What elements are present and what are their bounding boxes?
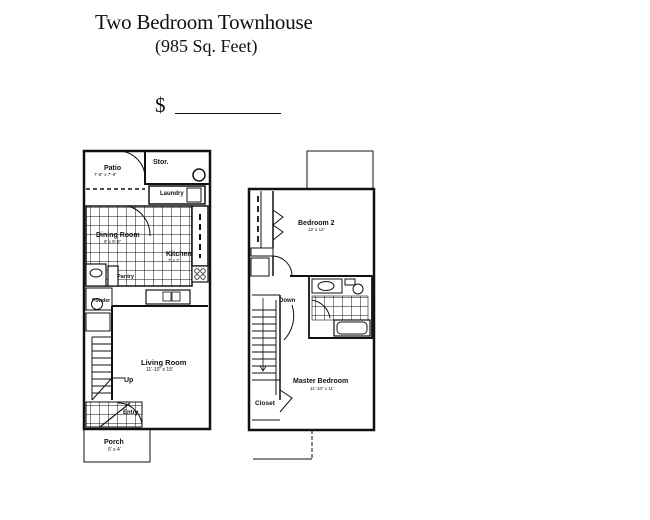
room-label-entry: Entry: [123, 410, 139, 416]
room-label-storage: Stor.: [153, 159, 169, 166]
price-symbol: $: [155, 93, 166, 117]
second-floor-labels: Bedroom 2 12' x 12' Down Master Bedroom …: [255, 220, 348, 407]
first-floor-labels: Patio 7'-6" x 7'-9" Stor. Laundry Dining…: [92, 159, 192, 453]
plan-title: Two Bedroom Townhouse: [95, 10, 313, 34]
room-label-powder: Powder: [92, 298, 110, 304]
room-dims-master-bedroom: 11'-10" x 11': [310, 386, 334, 391]
room-label-master-bedroom: Master Bedroom: [293, 378, 348, 385]
room-label-pantry: Pantry: [117, 274, 135, 280]
price-blank-line: [175, 113, 281, 114]
first-floor-plan: [82, 149, 212, 463]
stair-label-down: Down: [279, 298, 296, 304]
room-dims-patio: 7'-6" x 7'-9": [94, 172, 117, 177]
room-label-closet: Closet: [255, 400, 276, 407]
room-label-bedroom-2: Bedroom 2: [298, 220, 335, 227]
square-footage: (985 Sq. Feet): [155, 36, 258, 56]
room-label-porch: Porch: [104, 439, 124, 446]
room-label-dining: Dining Room: [96, 232, 140, 239]
room-label-living: Living Room: [141, 358, 187, 367]
stair-label-up: Up: [124, 377, 133, 384]
room-label-laundry: Laundry: [160, 191, 184, 197]
room-dims-porch: 6' x 4': [108, 447, 121, 453]
room-dims-living: 11'-10" x 15': [146, 367, 173, 373]
room-label-kitchen: Kitchen: [166, 251, 192, 258]
room-dims-dining: 9' x 9'-5": [104, 239, 121, 244]
second-floor-plan: [247, 150, 376, 460]
room-label-patio: Patio: [104, 165, 121, 172]
room-dims-kitchen: 7' x 7': [168, 258, 180, 263]
room-dims-bedroom-2: 12' x 12': [308, 227, 325, 232]
